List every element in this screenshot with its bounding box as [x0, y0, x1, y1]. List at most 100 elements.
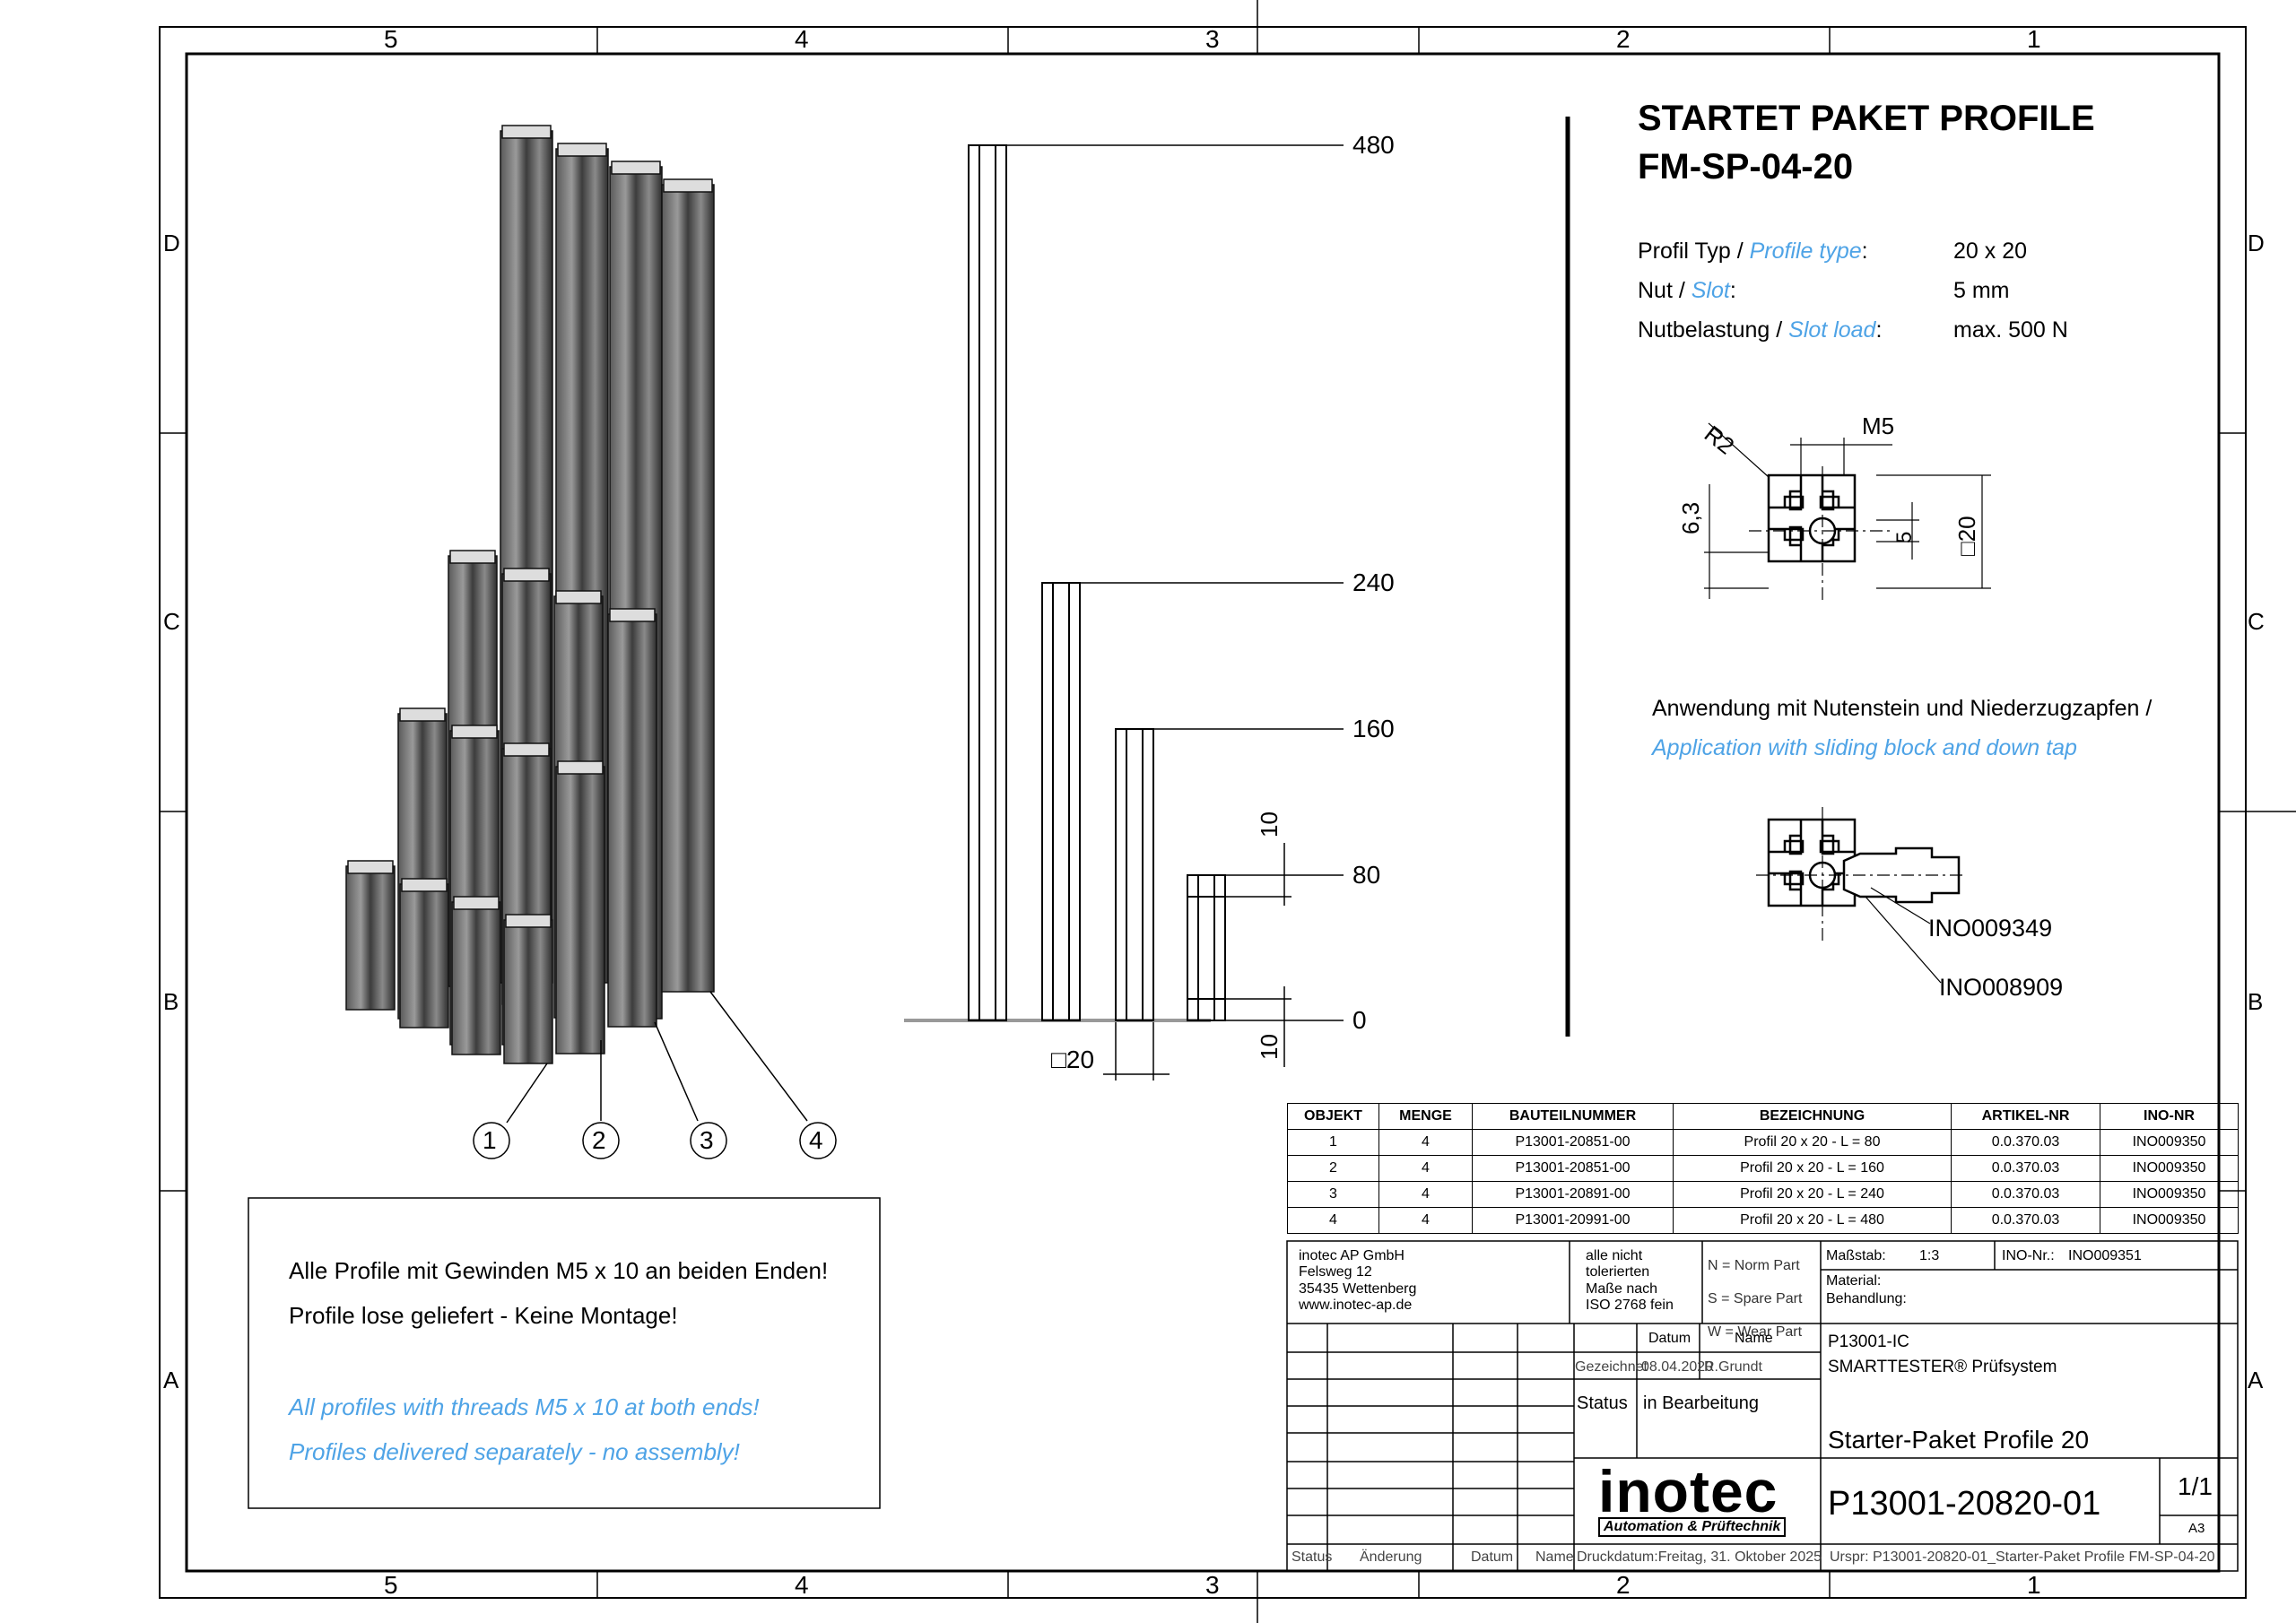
table-cell: 0.0.370.03	[1951, 1181, 2100, 1208]
frame-col-2-bottom: 2	[1616, 1571, 1631, 1599]
col-header-quantity: MENGE	[1378, 1103, 1473, 1130]
callout-3: 3	[700, 1126, 714, 1154]
table-cell: 0.0.370.03	[1951, 1207, 2100, 1234]
note-threads-en: All profiles with threads M5 x 10 at bot…	[289, 1393, 760, 1420]
table-cell: Profil 20 x 20 - L = 480	[1673, 1207, 1952, 1234]
spec-slot-value: 5 mm	[1953, 278, 2010, 303]
project-number: P13001-IC	[1828, 1332, 1909, 1351]
note-delivery-en: Profiles delivered separately - no assem…	[289, 1438, 740, 1465]
frame-col-1-bottom: 1	[2027, 1571, 2041, 1599]
col-header-part-number: BAUTEILNUMMER	[1472, 1103, 1674, 1130]
drawing-title: Starter-Paket Profile 20	[1828, 1426, 2090, 1454]
note-threads-de: Alle Profile mit Gewinden M5 x 10 an bei…	[289, 1257, 829, 1284]
frame-col-5-top: 5	[384, 25, 398, 53]
date-column-header: Datum	[1648, 1331, 1692, 1346]
table-cell: Profil 20 x 20 - L = 240	[1673, 1181, 1952, 1208]
callout-4: 4	[809, 1126, 823, 1154]
table-cell: INO009350	[2100, 1181, 2239, 1208]
table-cell: P13001-20851-00	[1472, 1129, 1674, 1156]
dim-slot-label: 5	[1892, 531, 1917, 543]
frame-row-b-right: B	[2248, 988, 2264, 1015]
col-header-ino-number: INO-NR	[2100, 1103, 2239, 1130]
table-cell: 4	[1378, 1207, 1473, 1234]
frame-col-3-top: 3	[1205, 25, 1220, 53]
rev-header-date: Datum	[1471, 1549, 1514, 1565]
spec-profile-type-label: Profil Typ / Profile type:	[1638, 239, 1868, 264]
application-section	[1767, 818, 1961, 907]
parts-list-table: OBJEKT MENGE BAUTEILNUMMER BEZEICHNUNG A…	[1287, 1103, 2239, 1234]
col-header-description: BEZEICHNUNG	[1673, 1103, 1952, 1130]
dim-square-label: □20	[1953, 516, 1980, 556]
application-text-de: Anwendung mit Nutenstein und Niederzugza…	[1652, 696, 2152, 721]
table-cell: INO009350	[2100, 1129, 2239, 1156]
rev-header-change: Änderung	[1360, 1549, 1422, 1565]
sheet-number: 1/1	[2178, 1472, 2213, 1500]
scale-value: 1:3	[1919, 1248, 1940, 1263]
profile-stack-illustration	[345, 125, 715, 1064]
dim-thread-label: M5	[1862, 412, 1895, 439]
col-header-article-number: ARTIKEL-NR	[1951, 1103, 2100, 1130]
paper-format: A3	[2188, 1521, 2205, 1536]
part-label-sliding-block: INO009349	[1928, 915, 2053, 942]
spec-profile-type-value: 20 x 20	[1953, 239, 2028, 264]
frame-col-1-top: 1	[2027, 25, 2041, 53]
frame-col-4-top: 4	[795, 25, 809, 53]
drawing-number: P13001-20820-01	[1828, 1485, 2101, 1523]
frame-row-b-left: B	[163, 988, 179, 1015]
scale-label: Maßstab:	[1826, 1248, 1886, 1263]
table-cell: 4	[1378, 1181, 1473, 1208]
drawing-heading: STARTET PAKET PROFILE	[1638, 99, 2095, 138]
table-cell: P13001-20891-00	[1472, 1181, 1674, 1208]
rev-header-status: Status	[1292, 1549, 1333, 1565]
table-cell: P13001-20851-00	[1472, 1155, 1674, 1182]
col-header-object: OBJEKT	[1287, 1103, 1379, 1130]
dim-10-bottom: 10	[1256, 1034, 1283, 1060]
drawn-name: R.Grundt	[1704, 1359, 1762, 1375]
frame-row-c-right: C	[2248, 608, 2265, 635]
parts-list-header-row: OBJEKT MENGE BAUTEILNUMMER BEZEICHNUNG A…	[1287, 1103, 2239, 1130]
table-cell: 3	[1287, 1181, 1379, 1208]
application-text-en: Application with sliding block and down …	[1652, 735, 2077, 760]
ino-value: INO009351	[2068, 1248, 2142, 1263]
table-cell: Profil 20 x 20 - L = 80	[1673, 1129, 1952, 1156]
ino-label: INO-Nr.:	[2002, 1248, 2055, 1263]
height-480-label: 480	[1352, 131, 1395, 159]
table-cell: 4	[1378, 1129, 1473, 1156]
rev-header-name: Name	[1535, 1549, 1574, 1565]
frame-col-4-bottom: 4	[795, 1571, 809, 1599]
inotec-logo: inotec Automation & Prüftechnik	[1598, 1462, 1796, 1541]
height-0-label: 0	[1352, 1006, 1367, 1034]
status-label: Status	[1577, 1393, 1628, 1413]
table-cell: 4	[1287, 1207, 1379, 1234]
treatment-label: Behandlung:	[1826, 1291, 1907, 1306]
name-column-header: Name	[1735, 1331, 1773, 1346]
table-cell: Profil 20 x 20 - L = 160	[1673, 1155, 1952, 1182]
spec-slot-load-value: max. 500 N	[1953, 317, 2068, 343]
frame-col-2-top: 2	[1616, 25, 1631, 53]
height-240-label: 240	[1352, 568, 1395, 596]
dim-10-top: 10	[1256, 812, 1283, 838]
drawing-subheading: FM-SP-04-20	[1638, 147, 1854, 187]
width-dim-label: □20	[1051, 1046, 1095, 1073]
drawn-label: Gezeichnet	[1575, 1359, 1648, 1375]
table-cell: 0.0.370.03	[1951, 1155, 2100, 1182]
title-block-lines	[1286, 1240, 2239, 1572]
table-cell: 0.0.370.03	[1951, 1129, 2100, 1156]
origin-file: Urspr: P13001-20820-01_Starter-Paket Pro…	[1830, 1549, 2215, 1565]
height-160-label: 160	[1352, 715, 1395, 742]
drawn-date: 08.04.2020	[1641, 1359, 1714, 1375]
spec-slot-label: Nut / Slot:	[1638, 278, 1736, 303]
table-cell: P13001-20991-00	[1472, 1207, 1674, 1234]
callout-2: 2	[592, 1126, 606, 1154]
profile-cross-section	[1767, 473, 1857, 563]
callout-1: 1	[483, 1126, 497, 1154]
table-cell: INO009350	[2100, 1155, 2239, 1182]
spec-slot-load-label: Nutbelastung / Slot load:	[1638, 317, 1883, 343]
material-label: Material:	[1826, 1273, 1882, 1289]
table-cell: INO009350	[2100, 1207, 2239, 1234]
